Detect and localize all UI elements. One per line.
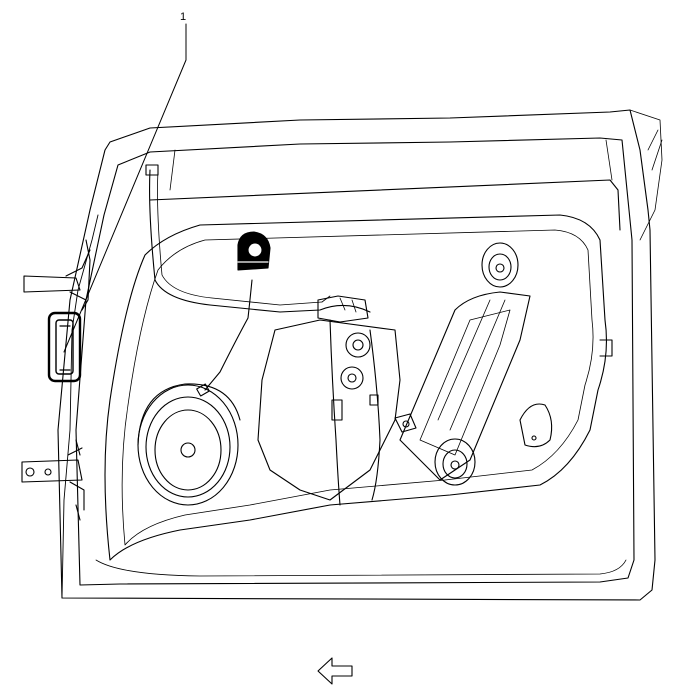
door-outer-frame (57, 109, 656, 601)
top-sensor-connector (237, 231, 271, 271)
door-bottom-sill (95, 559, 627, 577)
right-tab (599, 339, 613, 357)
callout-leader-1 (63, 23, 187, 353)
door-harness-connector (47, 311, 82, 383)
harness-down-run (329, 319, 341, 506)
latch-connector-detail (321, 295, 357, 313)
upper-hinge (23, 239, 91, 311)
door-inner-frame (75, 137, 635, 586)
latch-module-plate (257, 319, 401, 501)
inner-cavity-outline (104, 214, 607, 561)
speaker (137, 383, 241, 506)
lower-clip (394, 413, 417, 433)
harness-upper-loop-2 (157, 169, 323, 306)
mount-boss-1 (345, 332, 371, 358)
direction-arrow (317, 657, 353, 685)
harness-upper-loop (149, 169, 371, 313)
door-frame-shading-2 (647, 129, 663, 171)
lower-hinge (21, 439, 85, 521)
window-channel (169, 139, 613, 191)
regulator-rail (399, 291, 531, 481)
harness-small-connector (369, 394, 379, 406)
door-frame-shading (629, 109, 663, 241)
harness-top-connector (145, 164, 159, 176)
speaker-wire-clip (196, 383, 210, 397)
upper-right-boss (481, 242, 519, 288)
latch-connector-block (317, 295, 369, 323)
right-trim-curve (519, 403, 553, 448)
harness-mid-connector (331, 399, 343, 421)
harness-down-run-2 (369, 329, 381, 501)
callout-label-1: 1 (180, 11, 186, 23)
door-upper-edge (149, 179, 621, 231)
regulator-cable (437, 299, 506, 431)
speaker-wire (204, 279, 253, 391)
mount-boss-2 (340, 366, 364, 390)
inner-cavity-outline-2 (121, 229, 594, 546)
left-door-edge (61, 214, 99, 599)
lower-right-boss (434, 438, 476, 486)
regulator-rail-inner (419, 309, 511, 456)
